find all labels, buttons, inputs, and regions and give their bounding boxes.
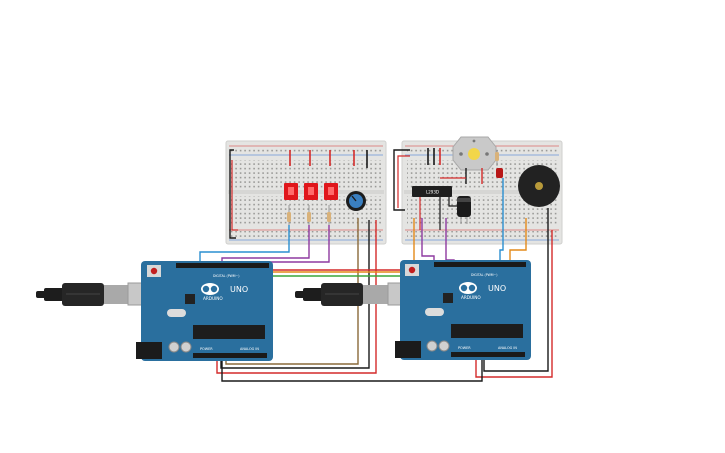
resistor-3[interactable] [327,205,331,228]
board-brand-left: ARDUINO [203,296,223,301]
dc-motor[interactable] [452,136,497,171]
board-model-left: UNO [230,285,248,294]
power-label-right: POWER [458,346,471,350]
arduino-board-left[interactable]: ARDUINO UNO DIGITAL (PWM~) POWER ANALOG … [104,261,273,361]
led-4[interactable] [496,168,503,178]
usb-cable-right[interactable] [295,283,363,306]
resistor-4[interactable] [495,150,499,166]
motor-driver-ic[interactable]: L293D [412,186,452,197]
capacitor[interactable] [457,196,471,224]
led-2[interactable] [304,183,318,200]
board-brand-right: ARDUINO [461,295,481,300]
led-3[interactable] [324,183,338,200]
arduino-board-right[interactable]: ARDUINO UNO DIGITAL (PWM~) POWER ANALOG … [363,260,531,360]
jumpers-left-top [289,150,368,168]
digital-label-right: DIGITAL (PWM~) [471,273,497,277]
analog-label-right: ANALOG IN [498,346,517,350]
digital-label-left: DIGITAL (PWM~) [213,274,239,278]
potentiometer[interactable] [346,191,366,211]
ic-label: L293D [426,190,439,195]
power-label-left: POWER [200,347,213,351]
usb-cable-left[interactable] [36,283,104,306]
jumpers-right-top [427,148,441,165]
buzzer[interactable] [518,165,560,207]
resistor-1[interactable] [287,205,291,228]
board-model-right: UNO [488,284,506,293]
resistor-2[interactable] [307,205,311,228]
led-1[interactable] [284,183,298,200]
analog-label-left: ANALOG IN [240,347,259,351]
